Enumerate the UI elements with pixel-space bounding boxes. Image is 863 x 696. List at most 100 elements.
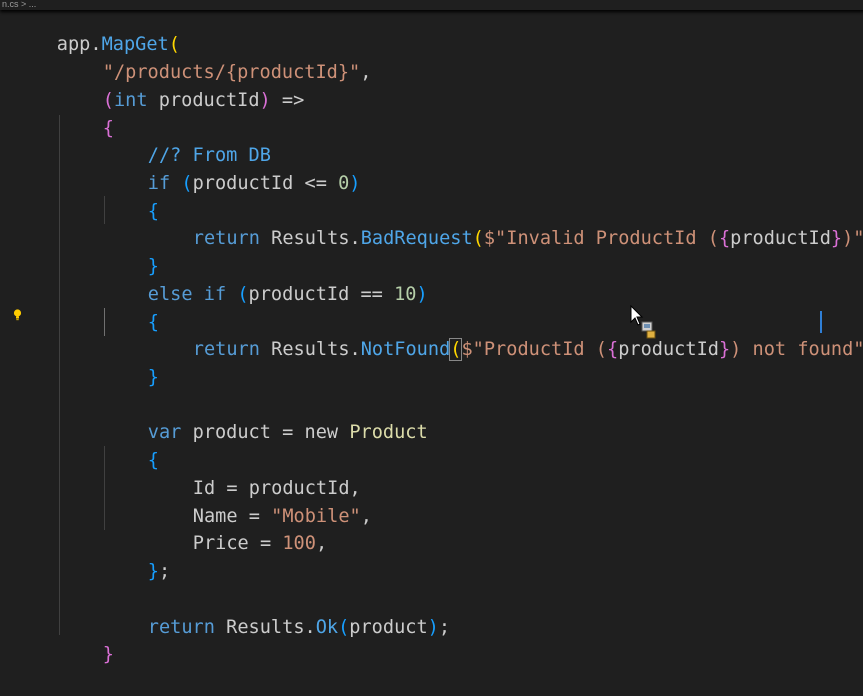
- token-bracket: (: [338, 616, 350, 638]
- token-interp-brace: {: [607, 338, 619, 360]
- token-property: Name: [192, 505, 238, 527]
- lightbulb-icon[interactable]: [13, 309, 22, 321]
- token-brace: }: [147, 366, 159, 388]
- token-method: Ok: [315, 616, 339, 638]
- code-line-10[interactable]: else if (productId == 10): [103, 253, 428, 305]
- code-line-12[interactable]: return Results.NotFound($"ProductId ({pr…: [148, 308, 863, 361]
- token-bracket-highlight: (: [449, 337, 463, 361]
- token-string: ": [853, 339, 863, 360]
- token-interp-brace: {: [718, 227, 731, 249]
- token-punct: ,: [349, 477, 361, 499]
- code-line-13[interactable]: }: [103, 336, 159, 388]
- token-keyword: int: [113, 89, 148, 111]
- token-string: $"ProductId (: [461, 338, 607, 360]
- code-line-6[interactable]: if (productId <= 0): [103, 142, 361, 194]
- mouse-pointer-icon: [630, 304, 656, 341]
- token-string: "/products/{productId}": [102, 61, 361, 83]
- token-brace: {: [147, 200, 159, 222]
- token-string: $"Invalid ProductId (: [483, 227, 719, 249]
- token-object: Results.: [259, 338, 361, 360]
- token-operator: ==: [349, 283, 395, 305]
- indent-guide: [59, 115, 60, 635]
- token-property: Id: [192, 477, 216, 499]
- token-property: Price: [192, 532, 249, 554]
- token-string: "Mobile": [271, 505, 361, 527]
- indent-guide: [104, 446, 105, 530]
- token-variable: productId: [192, 172, 294, 194]
- code-line-7[interactable]: {: [103, 170, 159, 222]
- code-line-9[interactable]: }: [103, 225, 159, 277]
- code-line-18[interactable]: Name = "Mobile",: [148, 475, 372, 527]
- token-brace: {: [147, 449, 159, 471]
- token-bracket: (: [170, 172, 193, 194]
- token-string: ) not found: [730, 338, 854, 360]
- token-brace: {: [147, 311, 159, 333]
- code-line-17[interactable]: Id = productId,: [148, 447, 361, 499]
- text-cursor: [820, 311, 822, 333]
- token-punct: ,: [315, 532, 328, 554]
- token-type: Product: [338, 421, 428, 443]
- code-line-16[interactable]: {: [103, 419, 159, 471]
- token-bracket: ): [427, 616, 439, 638]
- token-variable: productId: [248, 283, 350, 305]
- token-punct: ,: [360, 61, 372, 83]
- token-keyword: return: [192, 338, 260, 360]
- token-variable: product: [181, 421, 271, 443]
- token-object: Results.: [259, 227, 361, 249]
- code-line-4[interactable]: {: [58, 87, 114, 139]
- token-punct: ;: [438, 616, 451, 638]
- token-brace: }: [147, 560, 159, 582]
- code-line-8[interactable]: return Results.BadRequest($"Invalid Prod…: [148, 197, 863, 249]
- token-bracket: (: [168, 33, 180, 55]
- token-object: Results.: [214, 616, 316, 638]
- token-number: 10: [394, 283, 417, 305]
- token-method: BadRequest: [360, 227, 473, 249]
- token-operator: =: [237, 505, 272, 527]
- code-line-22[interactable]: return Results.Ok(product);: [103, 586, 450, 638]
- code-line-23[interactable]: }: [58, 613, 114, 665]
- token-comment: //? From DB: [147, 144, 271, 166]
- token-keyword: else if: [147, 283, 227, 305]
- token-bracket: (: [226, 283, 249, 305]
- token-bracket: (: [102, 89, 114, 111]
- token-keyword: return: [147, 616, 215, 638]
- token-bracket: ): [349, 172, 361, 194]
- token-string: )": [842, 227, 863, 249]
- code-line-11[interactable]: {: [103, 281, 159, 333]
- token-number: 0: [338, 172, 350, 194]
- token-object: app.: [56, 33, 102, 55]
- token-bracket: ): [416, 283, 428, 305]
- token-interp-brace: }: [830, 227, 843, 249]
- token-param: productId: [147, 89, 260, 111]
- token-brace: }: [102, 643, 114, 665]
- token-brace: }: [147, 255, 159, 277]
- token-keyword: return: [192, 227, 260, 249]
- token-keyword: new: [304, 421, 339, 443]
- token-variable: product: [349, 616, 428, 638]
- token-keyword: var: [147, 421, 182, 443]
- code-line-15[interactable]: var product = new Product: [103, 391, 428, 443]
- code-editor[interactable]: app.MapGet( "/products/{productId}", (in…: [0, 0, 863, 665]
- token-variable: productId: [248, 477, 350, 499]
- code-line-2[interactable]: "/products/{productId}",: [58, 31, 372, 83]
- code-line-20[interactable]: };: [103, 530, 170, 582]
- token-operator: =: [270, 421, 305, 443]
- token-keyword: if: [147, 172, 171, 194]
- token-operator: =>: [270, 89, 305, 111]
- indent-guide-active: [104, 308, 105, 336]
- token-variable: productId: [618, 338, 719, 360]
- token-interp-brace: }: [718, 338, 731, 360]
- code-line-1[interactable]: app.MapGet(: [12, 3, 180, 55]
- token-number: 100: [282, 532, 316, 554]
- token-operator: <=: [293, 172, 339, 194]
- code-line-3[interactable]: (int productId) =>: [58, 59, 305, 111]
- token-punct: ;: [158, 560, 171, 582]
- code-line-19[interactable]: Price = 100,: [148, 502, 327, 554]
- code-line-5[interactable]: //? From DB: [103, 114, 271, 166]
- token-method: NotFound: [360, 338, 451, 360]
- token-brace: {: [102, 117, 114, 139]
- breadcrumb[interactable]: n.cs > ...: [0, 0, 863, 10]
- indent-guide: [104, 196, 105, 224]
- token-operator: =: [248, 532, 283, 554]
- token-method: MapGet: [101, 33, 169, 55]
